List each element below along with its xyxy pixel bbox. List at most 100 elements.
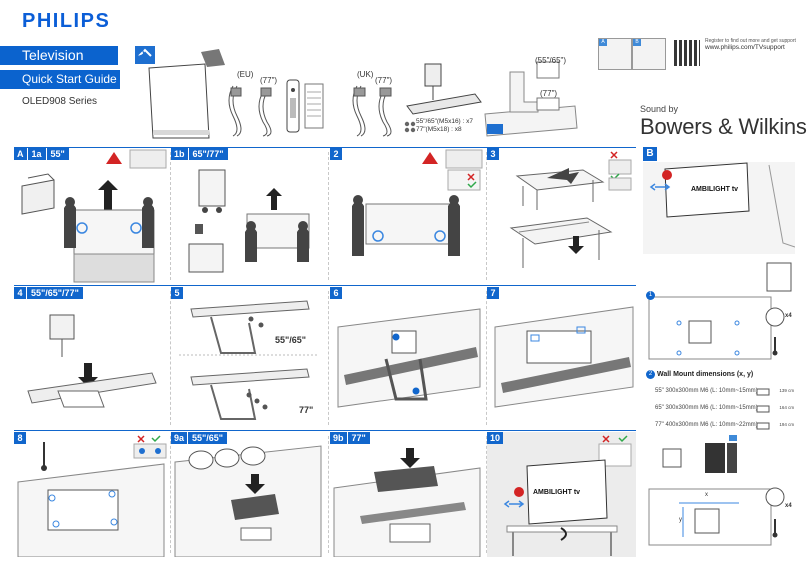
- step-1b-illustration: [188, 169, 310, 273]
- assembly-steps: A 1a 55" 1b 65"/77": [14, 147, 636, 557]
- support-url[interactable]: www.philips.com/TVsupport: [705, 44, 785, 51]
- step-1a: A 1a 55": [14, 148, 169, 284]
- info-icon: [514, 487, 524, 497]
- ambilight-logo-wall: AMBILIGHT tv: [691, 186, 738, 193]
- step-3-illustration: [509, 151, 632, 268]
- lift-arrow-icon: [98, 180, 118, 214]
- guide-title: Quick Start Guide: [0, 70, 120, 89]
- step-9a-size: 55"/65": [188, 432, 228, 444]
- section-a-tag: A: [14, 148, 27, 160]
- register-text: Register to find out more and get suppor…: [705, 38, 796, 44]
- step-2-num: 2: [330, 148, 342, 160]
- power-cable-eu-icon: [228, 85, 242, 137]
- wall-mount-title: Wall Mount dimensions (x, y): [657, 371, 754, 378]
- qr-code-icon[interactable]: [674, 40, 700, 66]
- remote-control-icon: [286, 79, 300, 133]
- step-7-num: 7: [487, 287, 499, 299]
- wall-step-2: 2: [646, 370, 655, 379]
- step-5-size-5565: 55"/65": [275, 335, 307, 345]
- stand-5565-label: (55"/65"): [535, 56, 567, 65]
- box-contents: (EU) (77") (UK) (77") (55"/65") (77") 55…: [131, 42, 590, 142]
- wall-step-1: 1: [646, 291, 655, 300]
- cloth-icon: [201, 49, 225, 67]
- leaflet-icon: [304, 83, 324, 129]
- step-6-num: 6: [330, 287, 342, 299]
- step-4: 4 55"/65"/77": [14, 287, 169, 429]
- step-4-num: 4: [14, 287, 26, 299]
- step-9b: 9b 77": [330, 432, 485, 557]
- down-arrow-icon: [78, 363, 98, 387]
- power-cable-77-icon: [258, 87, 272, 137]
- step-7: 7: [487, 287, 636, 429]
- wall-mount-illustration: AMBILIGHT tv: [643, 162, 796, 546]
- screw-x4-a: x4: [785, 313, 792, 319]
- step-9b-size: 77": [347, 432, 370, 444]
- tv-front-icon: [148, 63, 210, 139]
- screw-count-5565: 55"/65"(M5x16) : x7: [416, 118, 474, 125]
- open-box-icon: [131, 46, 155, 64]
- eu-label: (EU): [237, 70, 254, 79]
- screws-icon: [404, 121, 416, 133]
- step-9b-num: 9b: [330, 432, 347, 444]
- sound-by-label: Sound by: [640, 104, 679, 114]
- cable-length-icons: [756, 388, 770, 430]
- dim-row-65: 65" 300x300mm M6 (L: 10mm~15mm) 164 cm: [655, 405, 795, 411]
- row-1: A 1a 55" 1b 65"/77": [14, 148, 636, 284]
- step-1b-size: 65"/77": [188, 148, 228, 160]
- step-5-num: 5: [171, 287, 183, 299]
- row-3: 8 9a 55"/65": [14, 432, 636, 557]
- ambilight-logo-step-10: AMBILIGHT tv: [533, 489, 580, 496]
- step-3: 3: [487, 148, 636, 284]
- series-name: OLED908 Series: [22, 96, 98, 107]
- screw-count-77: 77"(M5x18) : x8: [416, 126, 462, 133]
- step-5-size-77: 77": [299, 405, 314, 415]
- screw-x4-b: x4: [785, 503, 792, 509]
- product-title: Television: [0, 46, 118, 65]
- step-9a-illustration: [174, 445, 322, 557]
- info-icon: [662, 170, 672, 180]
- row-2: 4 55"/65"/77" 5 55"/65": [14, 287, 636, 429]
- bowers-wilkins-logo: Bowers & Wilkins: [640, 114, 807, 139]
- step-10: 10 AMBILIGHT tv: [487, 432, 636, 557]
- step-5-illustration: [179, 300, 319, 420]
- step-5: 5 55"/65" 77": [171, 287, 327, 429]
- step-10-illustration: AMBILIGHT tv: [503, 435, 632, 556]
- x-label: x: [705, 492, 708, 498]
- step-8-illustration: [17, 435, 167, 557]
- card-a-tag: A: [599, 39, 607, 46]
- step-8-num: 8: [14, 432, 26, 444]
- step-1a-illustration: [21, 149, 167, 283]
- step-7-illustration: [494, 306, 634, 408]
- step-1a-size: 55": [46, 148, 69, 160]
- wall-mount-section: B AMBILIGHT tv 1 2: [643, 147, 796, 557]
- y-label: y: [679, 517, 682, 523]
- step-1a-num: 1a: [27, 148, 46, 160]
- step-6: 6: [330, 287, 485, 429]
- warning-icon: [422, 152, 438, 164]
- step-6-illustration: [337, 308, 481, 408]
- step-9a: 9a 55"/65": [171, 432, 327, 557]
- card-b-tag: B: [633, 39, 641, 46]
- step-9b-illustration: [333, 448, 481, 557]
- box-contents-illustration: [131, 46, 578, 139]
- support-card-b: B: [632, 38, 666, 70]
- dim-row-55: 55" 300x300mm M6 (L: 10mm~15mm) 139 cm: [655, 388, 795, 394]
- uk-label: (UK): [357, 70, 374, 79]
- step-8: 8: [14, 432, 169, 557]
- step-10-num: 10: [487, 432, 504, 444]
- power-cable-uk-icon: [352, 85, 392, 137]
- section-b-tag: B: [643, 147, 657, 161]
- step-1b: 1b 65"/77": [171, 148, 327, 284]
- step-2: 2: [330, 148, 485, 284]
- step-3-num: 3: [487, 148, 499, 160]
- step-4-illustration: [27, 314, 157, 408]
- philips-logo: PHILIPS: [22, 10, 111, 32]
- step-1b-num: 1b: [171, 148, 188, 160]
- cable-uk-77-label: (77"): [375, 76, 393, 85]
- support-card-a: A: [598, 38, 632, 70]
- step-9a-num: 9a: [171, 432, 188, 444]
- step-2-illustration: [352, 149, 483, 256]
- step-4-size: 55"/65"/77": [27, 287, 83, 299]
- dim-row-77: 77" 400x300mm M6 (L: 10mm~22mm) 194 cm: [655, 422, 795, 428]
- warning-icon: [106, 152, 122, 164]
